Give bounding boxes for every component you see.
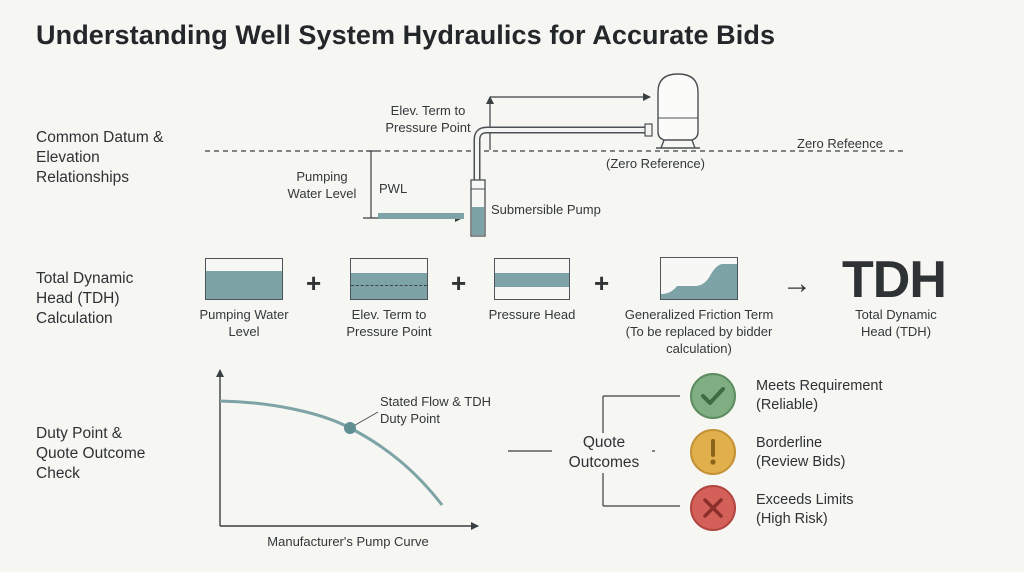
outcome-meets-badge: [690, 373, 736, 419]
zero-reference-center-label: (Zero Reference): [606, 156, 705, 171]
equals-arrow: →: [782, 267, 812, 300]
page-title: Understanding Well System Hydraulics for…: [36, 20, 776, 50]
duty-point-label: Stated Flow & TDH Duty Point: [380, 394, 492, 426]
outcome-detail: (High Risk): [756, 511, 828, 527]
submersible-pump-label: Submersible Pump: [491, 202, 601, 217]
check-icon: [701, 387, 725, 405]
friction-term-note: (To be replaced by bidder calculation): [625, 324, 773, 356]
pumping-water-level-label: Pumping Water Level: [287, 169, 357, 201]
submersible-pump-shape: [470, 179, 486, 237]
pwl-label: PWL: [379, 181, 408, 196]
elev-term-box: [350, 258, 428, 300]
outcome-exceeds: Exceeds Limits (High Risk): [756, 491, 854, 529]
plus-sign: +: [306, 268, 322, 298]
check-valve: [644, 123, 653, 137]
section-label-tdh: Total Dynamic Head (TDH) Calculation: [36, 270, 134, 327]
outcome-exceeds-badge: [690, 485, 736, 531]
term-label-pressure-head: Pressure Head: [488, 307, 576, 322]
pumping-water-level-box: [205, 258, 283, 300]
outcome-status: Meets Requirement: [756, 378, 883, 394]
quote-outcomes-title: Quote Outcomes: [556, 433, 652, 473]
term-label-pumping-water-level: Pumping Water Level: [199, 307, 289, 339]
outcome-borderline-badge: [690, 429, 736, 475]
zero-reference-label: Zero Refeence: [797, 136, 883, 151]
pressure-head-box: [494, 258, 570, 300]
plus-sign: +: [451, 268, 467, 298]
outcome-detail: (Reliable): [756, 397, 819, 413]
outcome-status: Exceeds Limits: [756, 492, 854, 508]
elev-term-label: Elev. Term to Pressure Point: [385, 103, 471, 135]
tdh-result-label: Total Dynamic Head (TDH): [855, 307, 937, 339]
section-label-datum: Common Datum & Elevation Relationships: [36, 129, 164, 186]
pressure-tank: [656, 73, 700, 149]
plus-sign: +: [594, 268, 610, 298]
section-label-duty: Duty Point & Quote Outcome Check: [36, 425, 146, 482]
term-label-elev-term: Elev. Term to Pressure Point: [346, 307, 432, 339]
x-icon: [703, 498, 723, 518]
pwl-water-bar: [378, 213, 464, 219]
friction-term-box: [660, 257, 738, 300]
term-label-friction: Generalized Friction Term: [624, 307, 774, 322]
tdh-result: TDH: [842, 251, 947, 309]
outcome-detail: (Review Bids): [756, 454, 846, 470]
duty-point-marker: [344, 422, 356, 434]
outcome-meets: Meets Requirement (Reliable): [756, 377, 883, 415]
outcome-borderline: Borderline (Review Bids): [756, 434, 845, 472]
outcome-status: Borderline: [756, 435, 823, 451]
exclamation-icon: [710, 439, 716, 465]
pump-curve-xlabel: Manufacturer's Pump Curve: [267, 534, 429, 549]
